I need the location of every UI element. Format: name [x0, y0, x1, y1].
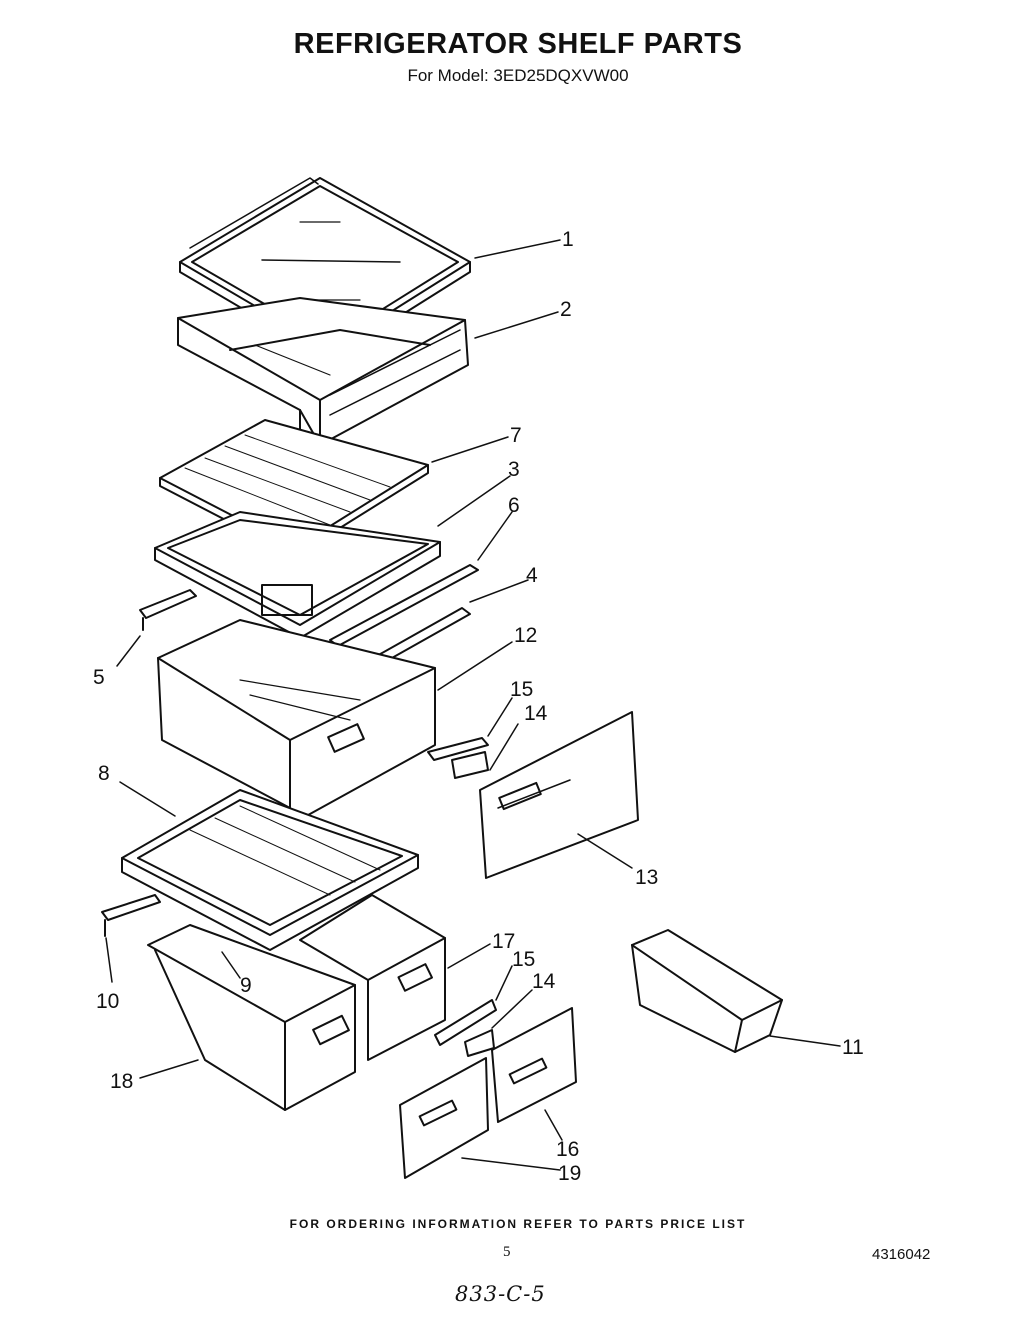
callout-5: 5: [93, 666, 105, 689]
callout-15-lower: 15: [512, 948, 535, 971]
handwritten-code: 833-C-5: [455, 1282, 546, 1306]
page-title: REFRIGERATOR SHELF PARTS: [293, 28, 743, 60]
lower-bracket-parts: [435, 1000, 496, 1056]
callout-18: 18: [110, 1070, 133, 1093]
callout-12: 12: [514, 624, 537, 647]
callout-2: 2: [560, 298, 572, 321]
callout-8: 8: [98, 762, 110, 785]
callout-11: 11: [842, 1036, 864, 1059]
model-subtitle: For Model: 3ED25DQXVW00: [407, 66, 629, 85]
large-drawer-part: [148, 925, 355, 1110]
callout-4: 4: [526, 564, 538, 587]
callout-6: 6: [508, 494, 520, 517]
callout-labels: 1 2 7 3 6 4 5 12 15 14 8 13 10 9 17 15 1…: [93, 228, 864, 1185]
left-rail-part: [140, 590, 196, 630]
callout-19: 19: [558, 1162, 581, 1185]
callout-17: 17: [492, 930, 515, 953]
lower-glass-shelf-part: [122, 790, 418, 950]
callout-16: 16: [556, 1138, 579, 1161]
cover-frame-part: [155, 512, 440, 638]
callout-7: 7: [510, 424, 522, 447]
callout-14-upper: 14: [524, 702, 548, 725]
meat-pan-part: [178, 298, 468, 445]
callout-15-upper: 15: [510, 678, 533, 701]
leader-lines: [106, 240, 840, 1170]
callout-9: 9: [240, 974, 252, 997]
small-drawer-front-part: [492, 1008, 576, 1122]
upper-bracket-parts: [428, 738, 488, 778]
callout-13: 13: [635, 866, 658, 889]
callout-1: 1: [562, 228, 574, 251]
crisper-front-part: [480, 712, 638, 878]
lower-left-rail-part: [102, 895, 160, 936]
door-bin-part: [632, 930, 782, 1052]
large-drawer-front-part: [400, 1058, 488, 1178]
callout-10: 10: [96, 990, 119, 1013]
ordering-info-note: FOR ORDERING INFORMATION REFER TO PARTS …: [289, 1217, 747, 1231]
callout-14-lower: 14: [532, 970, 556, 993]
page-number: 5: [503, 1244, 511, 1260]
callout-3: 3: [508, 458, 520, 481]
small-drawer-part: [300, 895, 445, 1060]
document-number: 4316042: [872, 1246, 931, 1263]
